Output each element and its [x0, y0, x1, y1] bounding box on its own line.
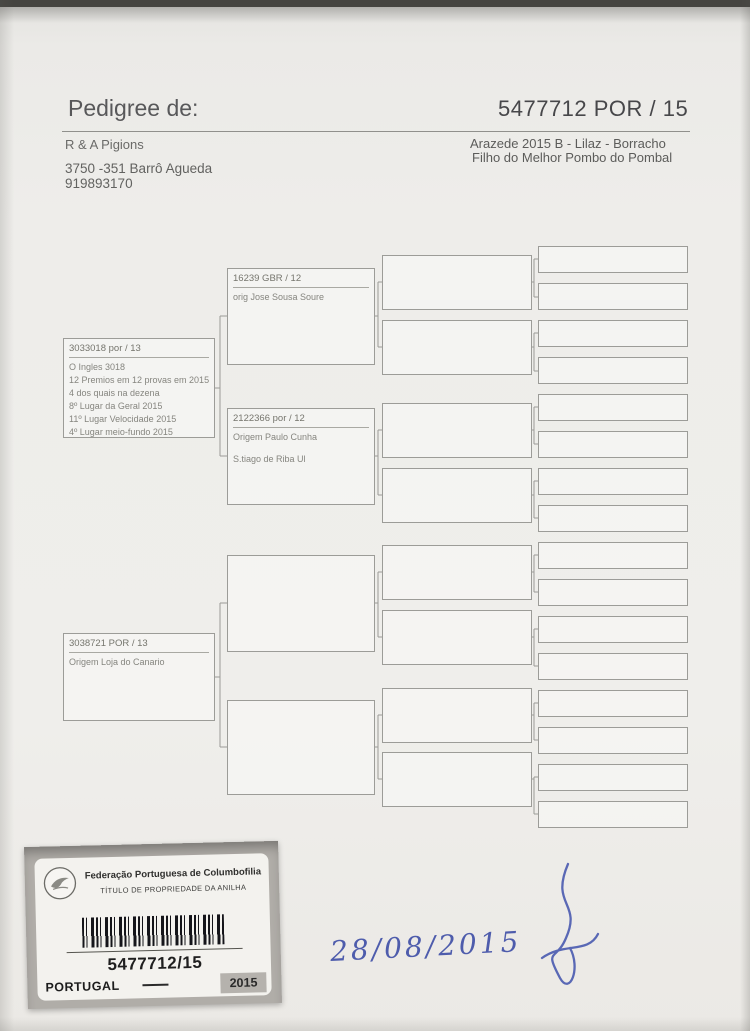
- grandsire-1-ring-id: 16239 GBR / 12: [233, 272, 369, 288]
- pedigree-box-dam: 3038721 POR / 13 Origem Loja do Canario: [63, 633, 215, 721]
- ownership-label: Federação Portuguesa de Columbofilia TÍT…: [34, 853, 272, 1001]
- pedigree-box-gen3: [382, 752, 532, 807]
- pedigree-box-granddam-1: 2122366 por / 12 Origem Paulo Cunha S.ti…: [227, 408, 375, 505]
- label-header-text: Federação Portuguesa de Columbofilia TÍT…: [85, 866, 262, 895]
- pedigree-box-gen3: [382, 688, 532, 743]
- owner-name: R & A Pigions: [65, 137, 144, 152]
- footer-dash: [142, 983, 169, 987]
- pedigree-box-gen4: [538, 653, 688, 680]
- barcode: [81, 914, 225, 948]
- pedigree-box-gen4: [538, 468, 688, 495]
- pedigree-box-gen4: [538, 320, 688, 347]
- pedigree-box-gen4: [538, 246, 688, 273]
- pedigree-box-gen3: [382, 610, 532, 665]
- scan-bottom-shadow: [0, 1017, 750, 1031]
- sire-note: O Ingles 3018: [69, 362, 126, 372]
- granddam-1-note: S.tiago de Riba Ul: [233, 454, 306, 464]
- pedigree-box-gen3: [382, 545, 532, 600]
- pedigree-box-gen3: [382, 403, 532, 458]
- granddam-1-ring-id: 2122366 por / 12: [233, 412, 369, 428]
- pedigree-box-gen4: [538, 542, 688, 569]
- sire-ring-id: 3033018 por / 13: [69, 342, 209, 358]
- signature: [540, 862, 600, 985]
- pedigree-box-gen4: [538, 727, 688, 754]
- sire-note: 12 Premios em 12 provas em 2015: [69, 375, 210, 385]
- country-label: PORTUGAL: [45, 978, 120, 995]
- grandsire-1-note: orig Jose Sousa Soure: [233, 292, 325, 302]
- pedigree-box-gen4: [538, 357, 688, 384]
- pedigree-box-gen4: [538, 579, 688, 606]
- pedigree-box-gen4: [538, 505, 688, 532]
- pedigree-box-gen4: [538, 431, 688, 458]
- page-title: Pedigree de:: [68, 95, 199, 121]
- pedigree-box-gen3: [382, 468, 532, 523]
- scan-top-edge: [0, 0, 750, 7]
- pedigree-box-grandsire-1: 16239 GBR / 12 orig Jose Sousa Soure: [227, 268, 375, 365]
- sire-note: 8º Lugar da Geral 2015: [69, 401, 163, 411]
- bird-description-line2: Filho do Melhor Pombo do Pombal: [472, 150, 673, 165]
- pedigree-box-gen4: [538, 394, 688, 421]
- pedigree-box-gen4: [538, 690, 688, 717]
- document-title: TÍTULO DE PROPRIEDADE DA ANILHA: [100, 882, 247, 895]
- granddam-1-note: Origem Paulo Cunha: [233, 432, 318, 442]
- federation-name: Federação Portuguesa de Columbofilia: [84, 865, 262, 882]
- dam-note: Origem Loja do Canario: [69, 657, 165, 667]
- label-header: Federação Portuguesa de Columbofilia TÍT…: [34, 853, 269, 901]
- scan-right-shadow: [740, 0, 750, 1031]
- pedigree-box-gen3: [382, 255, 532, 310]
- pedigree-box-sire: 3033018 por / 13 O Ingles 3018 12 Premio…: [63, 338, 215, 438]
- sire-note: 4º Lugar meio-fundo 2015: [69, 427, 173, 437]
- dam-ring-id: 3038721 POR / 13: [69, 637, 209, 653]
- sticker-ring-number: 5477712/15: [66, 947, 244, 977]
- bird-description-line1: Arazede 2015 B - Lilaz - Borracho: [470, 136, 666, 151]
- pedigree-box-gen3: [382, 320, 532, 375]
- pedigree-box-grandsire-2: [227, 555, 375, 652]
- handwritten-date: 28/08/2015: [329, 925, 523, 968]
- scan-left-shadow: [0, 0, 14, 1031]
- pedigree-box-gen4: [538, 616, 688, 643]
- owner-address: 3750 -351 Barrô Agueda: [65, 161, 213, 176]
- ownership-sticker: Federação Portuguesa de Columbofilia TÍT…: [24, 840, 282, 1010]
- header-divider: [62, 131, 690, 132]
- sire-note: 11º Lugar Velocidade 2015: [69, 414, 177, 424]
- pedigree-box-gen4: [538, 801, 688, 828]
- pedigree-box-granddam-2: [227, 700, 375, 795]
- pedigree-box-gen4: [538, 764, 688, 791]
- owner-phone: 919893170: [65, 176, 133, 191]
- scan-top-shadow: [0, 7, 750, 23]
- sire-note: 4 dos quais na dezena: [69, 388, 160, 398]
- federation-logo-icon: [43, 867, 77, 900]
- label-footer: PORTUGAL 2015: [45, 972, 267, 997]
- year-label: 2015: [220, 972, 267, 994]
- ring-number: 5477712 POR / 15: [498, 96, 689, 121]
- pedigree-box-gen4: [538, 283, 688, 310]
